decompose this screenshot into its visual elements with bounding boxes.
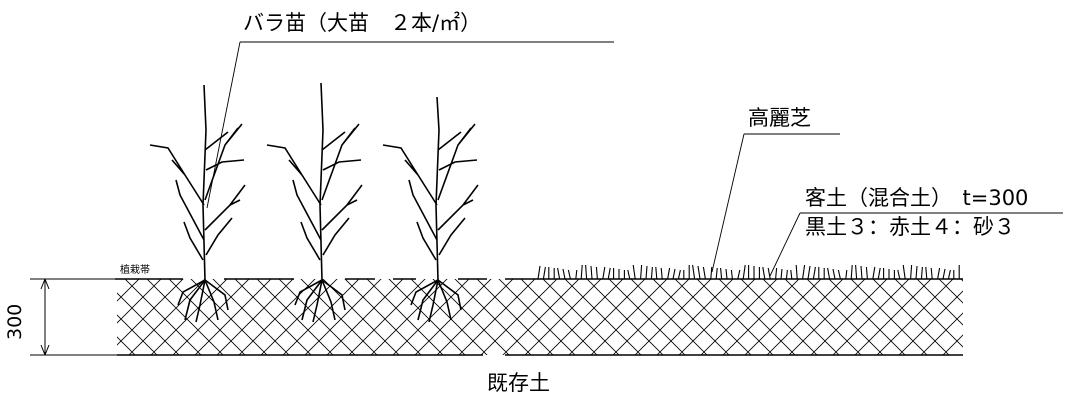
- grass-blade: [877, 267, 881, 280]
- grass-blade: [645, 265, 648, 280]
- soil-layer: [115, 278, 963, 356]
- grass-blade: [767, 267, 771, 280]
- grass-blade: [607, 267, 611, 280]
- grass-blade: [627, 269, 631, 280]
- grass-blade: [872, 266, 876, 280]
- grass-blade: [590, 265, 593, 280]
- planting-band-label: 植栽帯: [120, 265, 150, 276]
- existing-soil-label: 既存土: [487, 371, 550, 395]
- grass-blade: [677, 269, 681, 280]
- grass-blade: [632, 264, 636, 280]
- grass-blade: [942, 268, 946, 280]
- grass-blade: [920, 266, 923, 280]
- grass-blade: [855, 264, 858, 280]
- grass-blade: [775, 267, 778, 280]
- rose-seedling: [266, 82, 363, 323]
- grass-blade: [542, 266, 546, 280]
- grass-blade: [897, 269, 901, 280]
- grass-blade: [802, 264, 806, 280]
- grass-blade: [790, 269, 793, 280]
- grass-blade: [557, 267, 561, 280]
- grass-blade: [807, 265, 811, 280]
- grass-blade: [640, 264, 643, 280]
- grass-blade: [575, 269, 578, 280]
- grass-blade: [827, 267, 831, 280]
- korai-turf: [537, 264, 960, 280]
- depth-label: 300: [4, 303, 26, 340]
- grass-blade: [947, 269, 951, 280]
- grass-blade: [720, 267, 723, 280]
- grass-blade: [672, 268, 676, 280]
- grass-blade: [537, 265, 541, 280]
- grass-blade: [910, 264, 913, 280]
- grass-blade: [832, 268, 836, 280]
- grass-blade: [730, 269, 733, 280]
- rose-seedling-label: バラ苗（大苗 ２本/㎡）: [243, 11, 482, 35]
- rose-seedling: [149, 84, 246, 323]
- leader-lines: [206, 41, 1063, 277]
- soil-ratio-label: 黒土３：赤土４：砂３: [805, 215, 1015, 239]
- soil-mix-label: 客土（混合土） t=300: [805, 186, 1029, 210]
- grass-blade: [925, 266, 928, 280]
- grass-blade: [865, 266, 868, 280]
- grass-blade: [562, 268, 566, 280]
- grass-blade: [937, 267, 941, 280]
- grass-blade: [725, 268, 728, 280]
- grass-blade: [742, 264, 746, 280]
- grass-blade: [715, 267, 718, 280]
- grass-blade: [812, 266, 816, 280]
- grass-blade: [602, 266, 606, 280]
- grass-blade: [697, 265, 701, 280]
- grass-blade: [795, 264, 798, 280]
- grass-blade: [762, 266, 766, 280]
- grass-blade: [860, 265, 863, 280]
- depth-dimension: [30, 278, 117, 356]
- grass-blade: [785, 269, 788, 280]
- grass-blade: [567, 269, 571, 280]
- grass-blade: [850, 264, 853, 280]
- grass-blade: [737, 269, 741, 280]
- grass-blade: [710, 266, 713, 280]
- grass-blade: [902, 264, 906, 280]
- grass-blade: [692, 264, 696, 280]
- grass-blade: [930, 267, 933, 280]
- korai-turf-label: 高麗芝: [748, 106, 811, 130]
- grass-blade: [702, 266, 706, 280]
- grass-blade: [667, 267, 671, 280]
- grass-blade: [655, 266, 658, 280]
- grass-blade: [845, 269, 848, 280]
- rose-seedling: [382, 96, 479, 323]
- grass-blade: [780, 268, 783, 280]
- grass-blade: [650, 266, 653, 280]
- grass-blade: [837, 269, 841, 280]
- grass-blade: [580, 264, 583, 280]
- grass-blade: [660, 267, 663, 280]
- grass-blade: [585, 264, 588, 280]
- grass-blade: [915, 265, 918, 280]
- grass-blade: [595, 266, 598, 280]
